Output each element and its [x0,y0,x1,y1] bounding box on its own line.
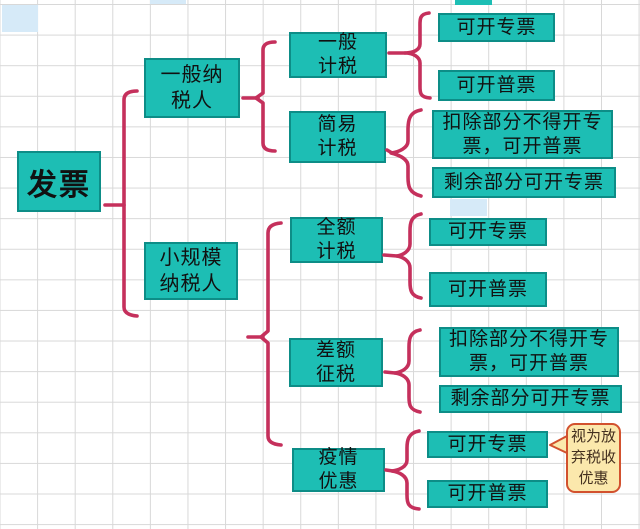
node-general-taxation: 一般 计税 [289,32,387,78]
node-deduction-part-2: 扣除部分不得开专 票，可开普票 [439,327,619,377]
node-epidemic-preference: 疫情 优惠 [292,447,385,492]
highlight-cell-middle [450,199,487,216]
brace-simple-taxation-stub-icon [385,148,394,155]
callout-waive-tax-preference-label: 视为放 弃税收 优惠 [570,428,616,487]
brace-differential-icon [393,328,422,414]
node-can-issue-ordinary-2-label: 可开普票 [447,278,528,300]
node-simple-taxation: 简易 计税 [289,111,386,163]
node-small-scale-taxpayer: 小规模 纳税人 [144,242,238,300]
node-deduction-part-2-label: 扣除部分不得开专 票，可开普票 [448,329,609,374]
node-full-amount-taxation: 全额 计税 [290,217,383,263]
callout-arrow-icon [549,435,568,454]
brace-full-amount-stub-icon [382,253,399,258]
brace-general-taxpayer-icon [254,40,277,153]
node-can-issue-special-3: 可开专票 [427,431,548,458]
node-can-issue-ordinary-2: 可开普票 [429,272,547,307]
node-can-issue-special-1-label: 可开专票 [456,16,537,38]
callout-waive-tax-preference: 视为放 弃税收 优惠 [566,423,621,493]
brace-small-scale-taxpayer-icon [259,221,283,447]
highlight-cell-top-sliver [150,0,186,4]
node-can-issue-ordinary-1: 可开普票 [438,70,555,101]
node-remaining-part-1-label: 剩余部分可开专票 [443,171,604,193]
node-differential-taxation: 差额 征税 [289,338,383,387]
brace-simple-taxation-icon [389,108,423,198]
teal-strip-top-edge [455,0,492,5]
node-can-issue-special-1: 可开专票 [438,13,555,42]
node-can-issue-ordinary-1-label: 可开普票 [456,74,537,96]
brace-root-icon [122,89,139,318]
node-deduction-part-1-label: 扣除部分不得开专 票，可开普票 [442,111,603,157]
node-invoice-root-label: 发票 [27,168,91,202]
brace-general-taxation-icon [403,11,432,100]
node-remaining-part-2: 剩余部分可开专票 [439,385,622,413]
node-small-scale-taxpayer-label: 小规模 纳税人 [159,247,223,295]
brace-epidemic-stub-icon [384,468,395,473]
node-can-issue-special-2-label: 可开专票 [447,221,528,242]
node-general-taxation-label: 一般 计税 [317,32,358,77]
node-can-issue-ordinary-3-label: 可开普票 [447,483,528,504]
node-epidemic-preference-label: 疫情 优惠 [318,447,359,492]
node-invoice-root: 发票 [17,151,101,212]
node-remaining-part-1: 剩余部分可开专票 [432,167,616,198]
node-differential-taxation-label: 差额 征税 [315,339,356,385]
node-general-taxpayer: 一般纳 税人 [144,58,240,118]
brace-differential-stub-icon [383,370,397,375]
node-can-issue-special-3-label: 可开专票 [447,433,528,455]
node-general-taxpayer-label: 一般纳 税人 [160,64,224,112]
node-simple-taxation-label: 简易 计税 [317,114,358,159]
brace-full-amount-icon [395,212,423,300]
node-remaining-part-2-label: 剩余部分可开专票 [450,388,611,409]
node-full-amount-taxation-label: 全额 计税 [316,217,357,262]
node-deduction-part-1: 扣除部分不得开专 票，可开普票 [432,110,613,159]
node-can-issue-ordinary-3: 可开普票 [427,480,548,508]
highlight-cell-top-left [2,5,38,32]
brace-epidemic-icon [390,429,421,511]
node-can-issue-special-2: 可开专票 [429,218,547,246]
